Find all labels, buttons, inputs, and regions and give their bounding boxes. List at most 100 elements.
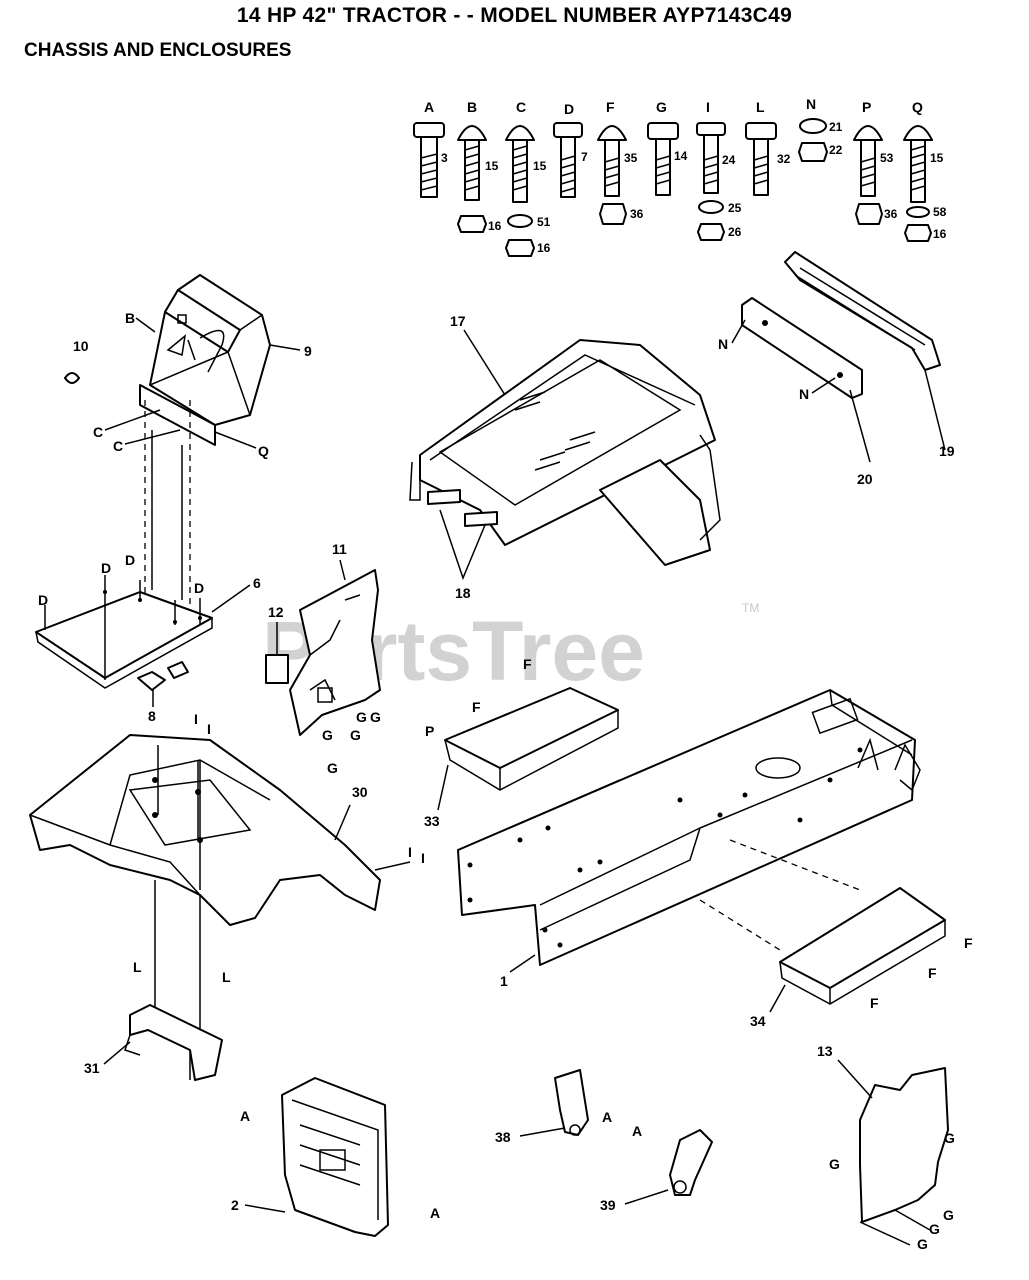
leader-17: [463, 329, 506, 396]
leader-I-30: [374, 861, 411, 871]
label-Q-dash: Q: [258, 443, 269, 459]
callout-13: 13: [817, 1043, 833, 1059]
callout-8: 8: [148, 708, 156, 724]
callout-2: 2: [231, 1197, 239, 1213]
page-title: 14 HP 42" TRACTOR - - MODEL NUMBER AYP71…: [236, 4, 793, 27]
panel-2: [281, 1077, 389, 1237]
hardware-row: A 3 B 15 16 C 15 51 16 D: [413, 96, 947, 257]
label-F-33-b: F: [472, 699, 481, 715]
leader-13: [837, 1059, 873, 1099]
leader-39: [624, 1189, 669, 1205]
callout-39: 39: [600, 1197, 616, 1213]
callout-31: 31: [84, 1060, 100, 1076]
label-G-13-a: G: [944, 1130, 955, 1146]
footrest-33: [444, 687, 619, 791]
leader-1: [509, 954, 536, 973]
leader-34: [769, 984, 786, 1013]
label-N-1: N: [718, 336, 728, 352]
hw-part-Q-washer: 58: [933, 205, 947, 219]
label-F-34-a: F: [964, 935, 973, 951]
hw-part-F-bolt: 35: [624, 151, 638, 165]
hw-part-P-bolt: 53: [880, 151, 894, 165]
label-G-11-c: G: [322, 727, 333, 743]
callout-10: 10: [73, 338, 89, 354]
hw-letter-B: B: [467, 99, 477, 115]
leader-N: [731, 319, 836, 394]
bolt-L: [745, 122, 777, 196]
label-I-30-d: I: [421, 850, 425, 866]
hw-part-C-bolt: 15: [533, 159, 547, 173]
hw-letter-C: C: [516, 99, 526, 115]
step-34: [779, 887, 946, 1005]
bolt-F: [597, 125, 627, 225]
leader-9: [269, 344, 301, 351]
label-B-dash: B: [125, 310, 135, 326]
hood-17: [409, 339, 721, 566]
label-C-dash-2: C: [113, 438, 123, 454]
hw-letter-I: I: [706, 99, 710, 115]
callout-19: 19: [939, 443, 955, 459]
label-G-13-c: G: [943, 1207, 954, 1223]
hw-letter-G: G: [656, 99, 667, 115]
callout-33: 33: [424, 813, 440, 829]
hw-letter-D: D: [564, 101, 574, 117]
leader-B-dash: [135, 317, 156, 333]
callout-18: 18: [455, 585, 471, 601]
leader-18: [439, 509, 486, 581]
leader-11: [339, 559, 346, 581]
hw-part-Q-bolt: 15: [930, 151, 944, 165]
bracket-11: [289, 569, 381, 736]
frame-1: [457, 689, 921, 966]
plate-6: [35, 575, 213, 689]
hw-part-I-bolt: 24: [722, 153, 736, 167]
callout-34: 34: [750, 1013, 766, 1029]
hw-part-D-bolt: 7: [581, 150, 588, 164]
label-A-38: A: [602, 1109, 612, 1125]
label-D-plate-2: D: [101, 560, 111, 576]
label-G-11-b: G: [370, 709, 381, 725]
label-I-30-b: I: [207, 721, 211, 737]
hw-part-N-washer: 21: [829, 120, 843, 134]
leader-30: [334, 804, 351, 841]
label-F-34-c: F: [870, 995, 879, 1011]
hw-part-N-nut: 22: [829, 143, 843, 157]
callout-20: 20: [857, 471, 873, 487]
hw-part-B-bolt: 15: [485, 159, 499, 173]
leader-2: [244, 1204, 286, 1213]
dash-panel-9: [139, 274, 271, 446]
bolt-B: [457, 125, 487, 233]
fender-30: [29, 734, 381, 926]
label-G-13-b: G: [829, 1156, 840, 1172]
section-title: CHASSIS AND ENCLOSURES: [24, 40, 292, 61]
callout-30: 30: [352, 784, 368, 800]
label-G-11-d: G: [350, 727, 361, 743]
label-L-31-a: L: [133, 959, 142, 975]
label-A-39: A: [632, 1123, 642, 1139]
leader-33: [437, 764, 449, 811]
label-G-11-e: G: [327, 760, 338, 776]
hw-part-G-bolt: 14: [674, 149, 688, 163]
hw-part-I-nut: 26: [728, 225, 742, 239]
bolt-G: [647, 122, 679, 196]
watermark-trademark: TM: [742, 601, 759, 615]
leader-C-dash: [104, 409, 181, 445]
label-D-plate-4: D: [194, 580, 204, 596]
bolt-P: [853, 125, 883, 225]
bolt-C: [505, 125, 535, 257]
label-A-2-a: A: [240, 1108, 250, 1124]
label-P-33: P: [425, 723, 434, 739]
bolt-A: [413, 122, 445, 198]
callout-6: 6: [253, 575, 261, 591]
label-L-31-b: L: [222, 969, 231, 985]
steering-support-tube: [151, 430, 183, 600]
label-G-13-d: G: [929, 1221, 940, 1237]
callout-38: 38: [495, 1129, 511, 1145]
label-N-2: N: [799, 386, 809, 402]
hw-part-P-nut: 36: [884, 207, 898, 221]
label-D-plate-1: D: [38, 592, 48, 608]
leader-20: [849, 389, 871, 463]
label-I-30-c: I: [408, 844, 412, 860]
bracket-38: [554, 1069, 589, 1136]
clip-8: [137, 661, 189, 691]
leader-Q-dash: [214, 431, 257, 449]
